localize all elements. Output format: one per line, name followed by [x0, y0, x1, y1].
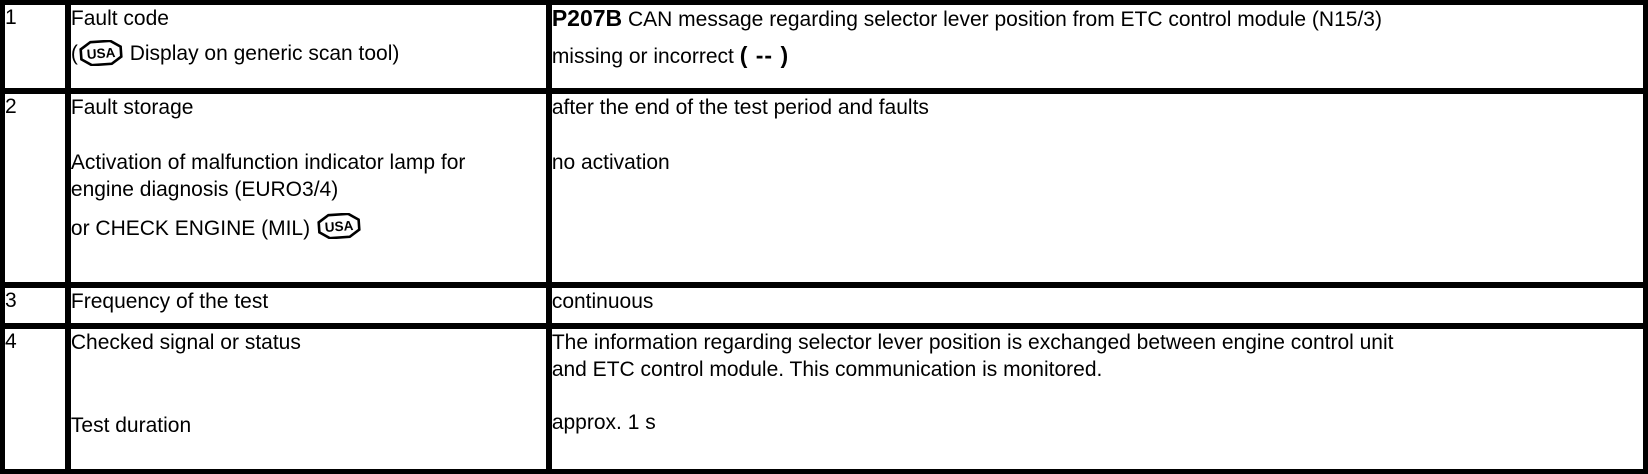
usa-market-symbol-icon: USA	[79, 40, 123, 66]
row-value-line: missing or incorrect ( -- )	[552, 42, 1643, 70]
row-value-cell: continuous	[548, 284, 1646, 330]
row-label-line-with-badge: ( USA Display on generic scan tool)	[71, 40, 546, 67]
spacer	[71, 356, 546, 386]
table-row: 4 Checked signal or status Test duration…	[2, 326, 1646, 472]
spacer	[71, 121, 546, 149]
row-label-line: Activation of malfunction indicator lamp…	[70, 151, 466, 175]
row-value-line: The information regarding selector lever…	[551, 331, 1394, 355]
row-number: 3	[5, 288, 17, 312]
row-number-cell: 3	[2, 284, 71, 330]
row-label-line: Test duration	[70, 414, 192, 438]
row-number: 2	[5, 95, 17, 119]
row-label-cell: Fault storage Activation of malfunction …	[67, 91, 552, 288]
table-row: 2 Fault storage Activation of malfunctio…	[2, 91, 1646, 288]
row-value-line: and ETC control module. This communicati…	[551, 358, 1103, 382]
svg-text:USA: USA	[324, 218, 354, 235]
row-label-line: Fault storage	[70, 96, 194, 120]
row-label-cell: Fault code ( USA Display on generic scan …	[67, 2, 552, 95]
spacer	[71, 386, 546, 412]
paren-open: (	[70, 42, 78, 65]
row-value-line: after the end of the test period and fau…	[551, 96, 929, 120]
row-label-suffix: Display on generic scan tool)	[123, 42, 400, 65]
row-number: 1	[5, 6, 17, 29]
fault-code: P207B	[551, 5, 623, 31]
table-row: 1 Fault code ( USA Display on generic sca…	[2, 2, 1646, 95]
fault-code-description: CAN message regarding selector lever pos…	[622, 8, 1382, 31]
row-number-cell: 4	[2, 326, 71, 472]
usa-market-symbol-icon: USA	[317, 213, 361, 240]
row-number: 4	[5, 330, 17, 354]
row-number-cell: 1	[2, 2, 71, 95]
fault-code-description-cont: missing or incorrect	[551, 45, 740, 68]
row-label-line-with-badge: or CHECK ENGINE (MIL) USA	[71, 213, 546, 242]
row-label-line: Fault code	[70, 7, 169, 30]
row-label-prefix: or CHECK ENGINE (MIL)	[70, 217, 316, 241]
row-number-cell: 2	[2, 91, 71, 288]
row-value-cell: The information regarding selector lever…	[548, 326, 1646, 472]
fault-code-dash: ( -- )	[739, 42, 790, 68]
row-label-line: Frequency of the test	[70, 289, 269, 313]
row-value-line: P207B CAN message regarding selector lev…	[552, 5, 1643, 33]
row-value-line: approx. 1 s	[551, 411, 656, 435]
row-value-cell: after the end of the test period and fau…	[548, 91, 1646, 288]
row-label-line: Checked signal or status	[70, 331, 301, 355]
row-value-cell: P207B CAN message regarding selector lev…	[548, 2, 1646, 95]
row-value-line: no activation	[551, 151, 670, 175]
row-value-line: continuous	[551, 289, 654, 313]
row-label-cell: Checked signal or status Test duration	[67, 326, 552, 472]
row-label-line: engine diagnosis (EURO3/4)	[70, 178, 339, 202]
svg-text:USA: USA	[86, 45, 116, 62]
spacer	[552, 121, 1643, 149]
spacer	[552, 383, 1643, 409]
row-label-cell: Frequency of the test	[67, 284, 552, 330]
table-row: 3 Frequency of the test continuous	[2, 284, 1646, 330]
